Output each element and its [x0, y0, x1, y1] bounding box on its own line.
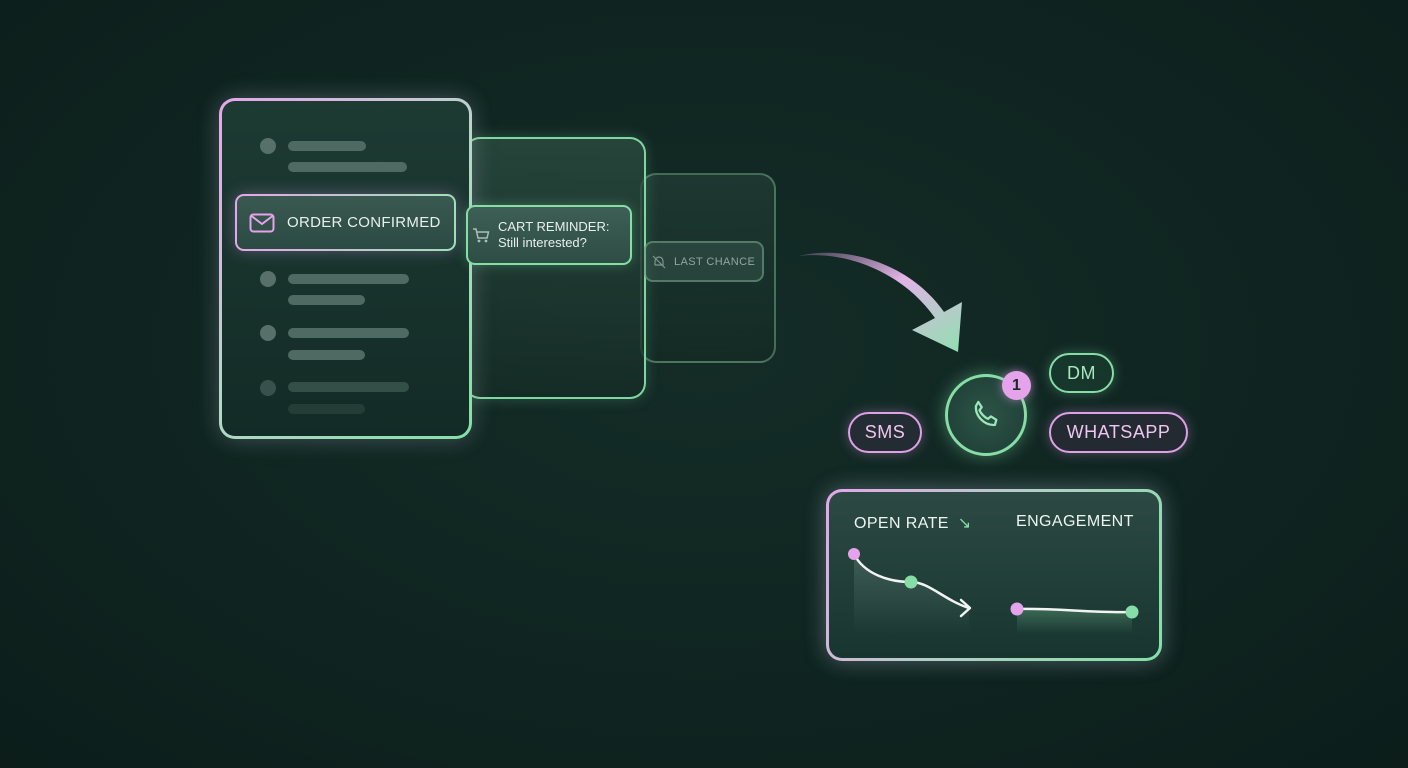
envelope-icon — [249, 213, 275, 233]
engagement-end-point — [1125, 605, 1139, 619]
cart-reminder-panel — [464, 137, 646, 399]
down-right-arrow-icon: ↘ — [957, 515, 972, 532]
metrics-card: OPEN RATE ↘ ENGAGEMENT — [826, 489, 1162, 661]
bell-off-icon — [652, 255, 666, 269]
badge-count: 1 — [1012, 376, 1021, 394]
order-confirmed-notification[interactable]: ORDER CONFIRMED — [235, 194, 456, 251]
cart-icon — [472, 226, 490, 244]
sms-channel-pill[interactable]: SMS — [848, 412, 922, 453]
open-rate-area — [854, 554, 969, 634]
last-chance-notification[interactable]: LAST CHANCE — [644, 241, 764, 282]
whatsapp-channel-pill[interactable]: WHATSAPP — [1049, 412, 1188, 453]
open-rate-label: OPEN RATE ↘ — [854, 515, 972, 532]
open-rate-mid-point — [904, 575, 918, 589]
dm-label: DM — [1067, 362, 1096, 383]
engagement-start-point — [1010, 602, 1024, 616]
cart-reminder-subtitle: Still interested? — [498, 235, 587, 250]
cart-reminder-notification[interactable]: CART REMINDER: Still interested? — [466, 205, 632, 265]
order-confirmed-label: ORDER CONFIRMED — [287, 214, 441, 231]
dm-channel-pill[interactable]: DM — [1049, 353, 1114, 393]
last-chance-label: LAST CHANCE — [674, 255, 756, 268]
phone-icon — [969, 398, 1003, 432]
engagement-line — [1015, 607, 1134, 614]
sms-label: SMS — [864, 422, 906, 442]
inbox-panel — [219, 98, 472, 439]
open-rate-arrowhead — [959, 598, 972, 618]
engagement-label: ENGAGEMENT — [1016, 513, 1134, 530]
open-rate-start-point — [848, 548, 860, 560]
metrics-sparklines — [848, 548, 1139, 634]
engagement-area — [1017, 608, 1132, 634]
notification-badge: 1 — [1002, 371, 1031, 400]
whatsapp-label: WHATSAPP — [1066, 422, 1171, 442]
cart-reminder-title: CART REMINDER: — [498, 219, 610, 234]
